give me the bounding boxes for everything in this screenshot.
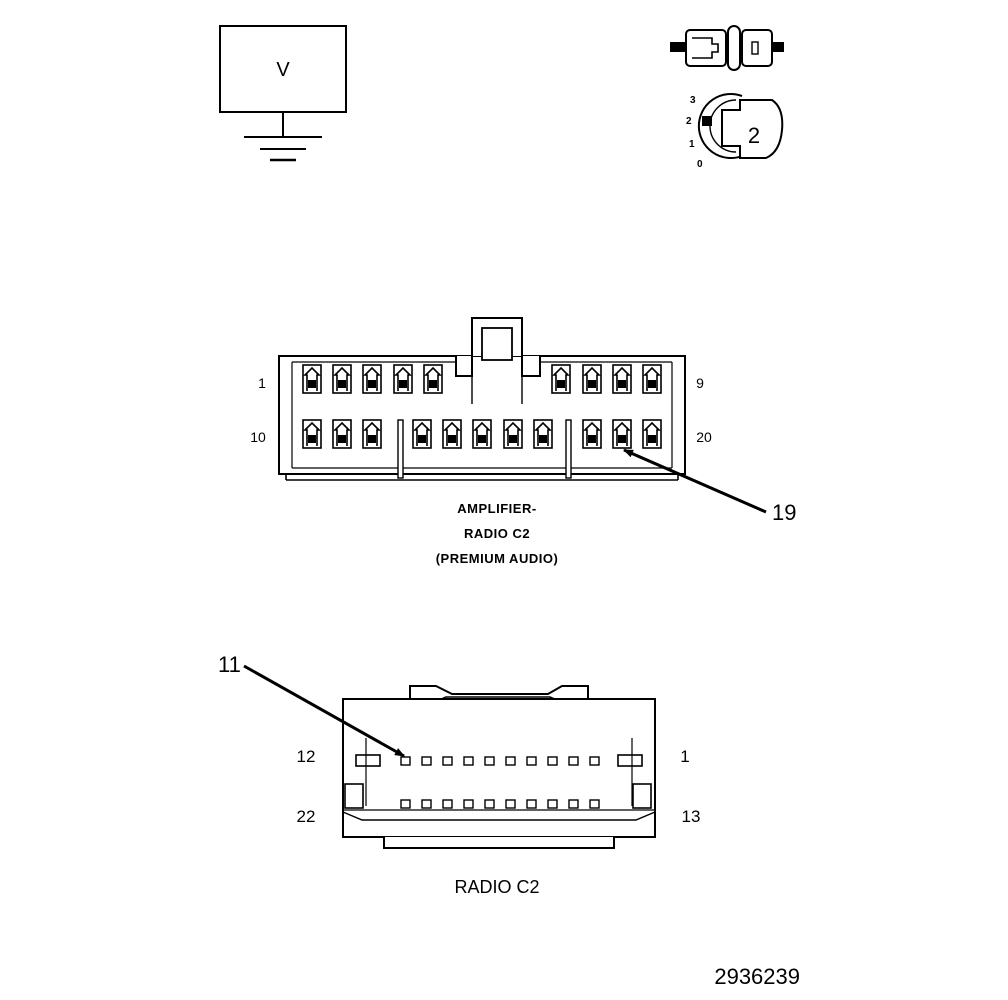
ignition-position-3: 3 xyxy=(690,95,696,106)
ignition-key-icon: 3 2 1 0 2 xyxy=(686,93,784,170)
radio-pin-14 xyxy=(547,799,558,809)
radio-pin-label-13: 13 xyxy=(682,807,701,826)
amp-terminal-15 xyxy=(472,419,492,449)
radio-pin-9 xyxy=(442,756,453,766)
amp-terminal-2 xyxy=(332,364,352,394)
amp-caption-line-2: RADIO C2 xyxy=(464,526,530,541)
radio-top-row xyxy=(400,756,600,766)
radio-pin-17 xyxy=(484,799,495,809)
radio-pin-3 xyxy=(568,756,579,766)
ignition-connector-icon xyxy=(670,25,784,71)
amp-connector-latch xyxy=(455,317,541,404)
amp-callout-number: 19 xyxy=(772,500,796,525)
figure-id: 2936239 xyxy=(714,964,800,989)
ignition-position-1: 1 xyxy=(689,139,695,150)
radio-pin-19 xyxy=(442,799,453,809)
ignition-position-2: 2 xyxy=(686,116,692,127)
radio-pin-label-22: 22 xyxy=(297,807,316,826)
radio-pin-18 xyxy=(463,799,474,809)
amp-pin-label-1: 1 xyxy=(258,375,266,391)
radio-pin-11 xyxy=(400,756,411,766)
radio-connector-body xyxy=(342,698,656,838)
radio-pin-20 xyxy=(421,799,432,809)
radio-bottom-row xyxy=(400,799,600,809)
ground-icon xyxy=(244,136,322,162)
amp-terminal-20 xyxy=(642,419,662,449)
amp-caption-line-1: AMPLIFIER- xyxy=(457,501,536,516)
radio-callout-arrow xyxy=(243,664,405,758)
radio-pin-2 xyxy=(589,756,600,766)
amplifier-radio-c2-connector: 1 9 10 20 19 AMPLIFIER- RADIO C2 (PREMIU… xyxy=(250,317,796,566)
amp-terminal-3 xyxy=(362,364,382,394)
voltmeter-label: V xyxy=(276,59,290,81)
amp-terminal-18 xyxy=(582,419,602,449)
amp-terminal-17 xyxy=(533,419,553,449)
amp-terminal-19 xyxy=(612,419,632,449)
ignition-key-position-label: 2 xyxy=(748,123,760,148)
amp-terminal-12 xyxy=(362,419,382,449)
radio-caption: RADIO C2 xyxy=(454,877,539,897)
radio-pin-label-12: 12 xyxy=(297,747,316,766)
amp-terminal-16 xyxy=(503,419,523,449)
radio-pin-label-1: 1 xyxy=(680,747,689,766)
amp-pin-label-20: 20 xyxy=(696,429,712,445)
amp-terminal-9 xyxy=(642,364,662,394)
radio-pin-6 xyxy=(505,756,516,766)
radio-pin-4 xyxy=(547,756,558,766)
radio-c2-connector: 12 1 22 13 11 RADIO C2 xyxy=(218,652,700,897)
radio-pin-12 xyxy=(589,799,600,809)
radio-callout-number: 11 xyxy=(218,652,241,677)
amp-caption-line-3: (PREMIUM AUDIO) xyxy=(436,551,559,566)
amp-terminal-1 xyxy=(302,364,322,394)
radio-connector-latch xyxy=(343,685,655,700)
voltmeter-symbol: V xyxy=(219,25,347,162)
amp-terminal-14 xyxy=(442,419,462,449)
amp-terminal-10 xyxy=(302,419,322,449)
amp-terminal-5 xyxy=(423,364,443,394)
amp-terminal-8 xyxy=(612,364,632,394)
radio-pin-8 xyxy=(463,756,474,766)
ignition-position-0: 0 xyxy=(697,159,703,170)
amp-pin-label-10: 10 xyxy=(250,429,266,445)
radio-pin-15 xyxy=(526,799,537,809)
radio-pin-16 xyxy=(505,799,516,809)
amp-terminal-7 xyxy=(582,364,602,394)
amp-terminal-11 xyxy=(332,419,352,449)
voltmeter-box xyxy=(219,25,347,113)
radio-pin-13 xyxy=(568,799,579,809)
amp-pin-label-9: 9 xyxy=(696,375,704,391)
radio-pin-21 xyxy=(400,799,411,809)
amp-terminal-13 xyxy=(412,419,432,449)
amp-terminal-6 xyxy=(551,364,571,394)
radio-pin-10 xyxy=(421,756,432,766)
amp-terminal-4 xyxy=(393,364,413,394)
radio-pin-7 xyxy=(484,756,495,766)
amp-callout-arrow xyxy=(623,448,767,514)
radio-pin-5 xyxy=(526,756,537,766)
